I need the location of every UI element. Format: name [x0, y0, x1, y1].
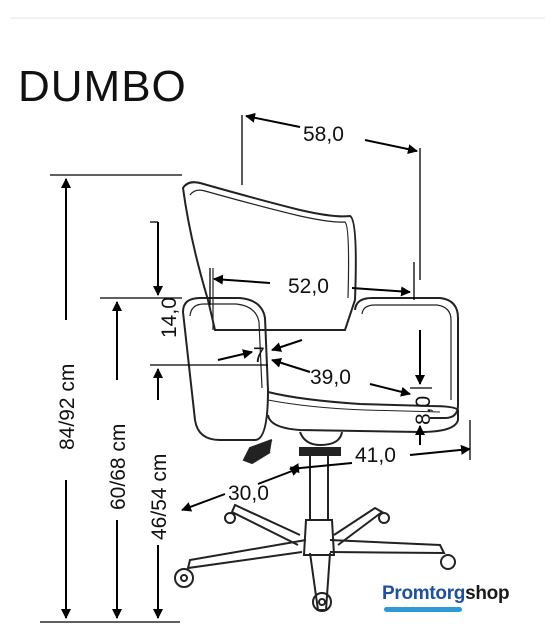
chair-outline: [181, 181, 459, 611]
logo-part-2: shop: [465, 583, 510, 604]
label-seat-depth: 39,0: [310, 366, 351, 389]
label-base-depth: 41,0: [355, 444, 396, 467]
logo-part-1: Promtorg: [382, 583, 466, 604]
brand-logo[interactable]: Promtorgshop: [382, 583, 510, 605]
label-arm-height: 14,0: [158, 297, 181, 338]
dim-30-arrow-left: [181, 493, 226, 512]
dim-41-arrow-right: [409, 444, 471, 456]
dim-7-arrow-right: [271, 339, 303, 352]
product-title: DUMBO: [18, 62, 187, 111]
dim-39-arrow-left: [271, 357, 311, 373]
label-depth-total: 58,0: [303, 123, 344, 146]
dim-52-arrow-right: [351, 286, 411, 297]
label-arm-thickness: 8,0: [412, 396, 435, 425]
dim-30-arrow-right: [257, 466, 301, 485]
dim-58-arrow-right: [364, 139, 418, 155]
logo-underline: [384, 607, 462, 612]
dim-39-arrow-right: [369, 383, 411, 397]
label-seat-width: 52,0: [288, 275, 329, 298]
label-back-angle: 7: [253, 344, 265, 367]
dim-58-arrow-left: [245, 112, 301, 128]
dim-52-arrow-left: [213, 274, 271, 285]
label-height-total: 84/92 cm: [56, 364, 79, 450]
label-arm-floor-height: 60/68 cm: [107, 424, 130, 510]
label-base-front: 30,0: [228, 482, 269, 505]
label-seat-height: 46/54 cm: [148, 454, 171, 540]
dim-7-arrow-left: [217, 349, 253, 361]
chair-casters: [174, 512, 456, 612]
